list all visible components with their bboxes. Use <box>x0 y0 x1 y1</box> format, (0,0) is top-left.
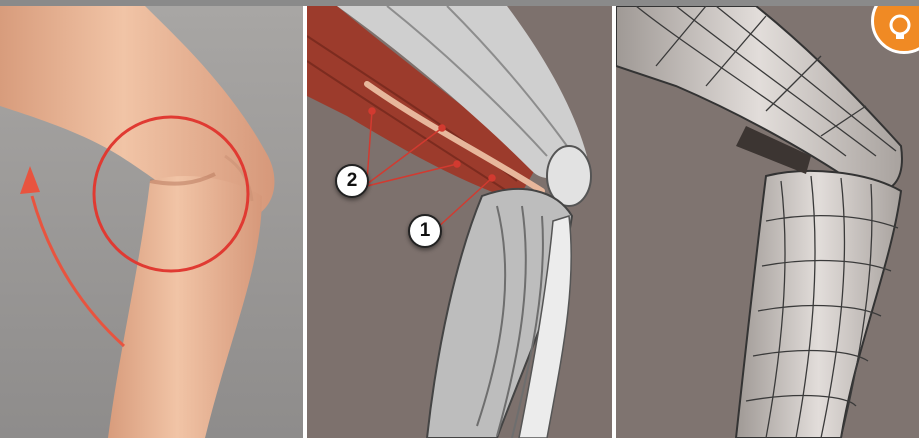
mesh-panel <box>616 6 919 438</box>
knee-anatomy-illustration <box>307 6 612 438</box>
leg-mesh-model <box>616 6 919 438</box>
callout-2-marker: 2 <box>335 164 369 198</box>
lightbulb-icon <box>871 6 919 54</box>
photo-panel <box>0 6 303 438</box>
callout-1-marker: 1 <box>408 214 442 248</box>
leg-photo <box>0 6 303 438</box>
anatomy-panel: 2 1 <box>307 6 612 438</box>
